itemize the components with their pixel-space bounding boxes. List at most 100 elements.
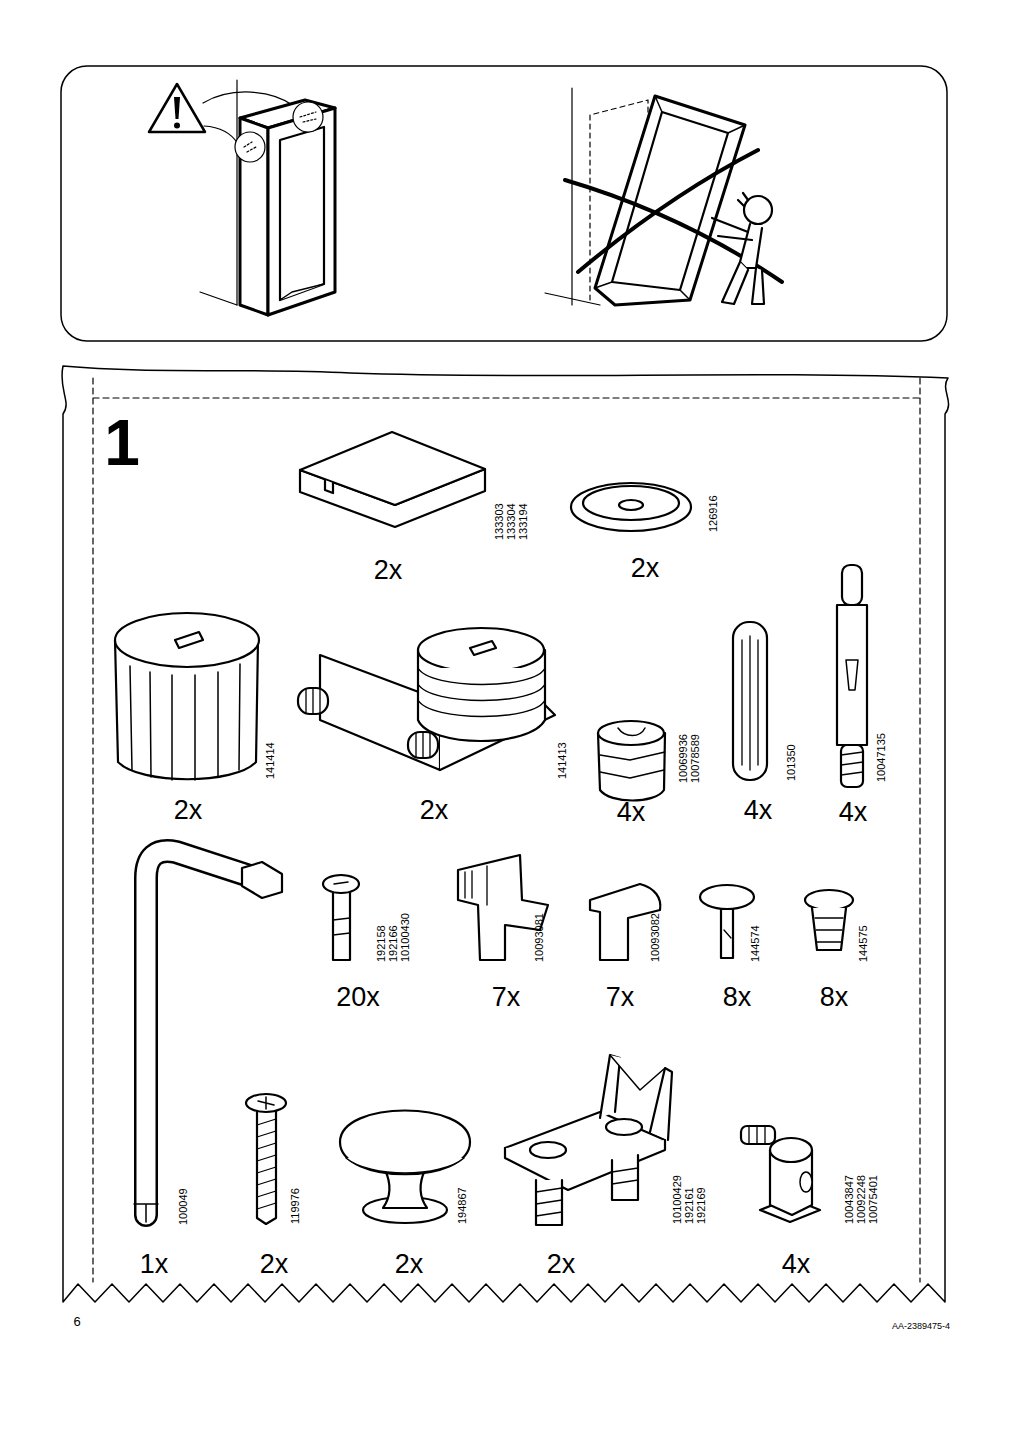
mushroom-pin: [700, 885, 754, 909]
cam-housing: [749, 1126, 765, 1144]
washer: [619, 500, 643, 510]
part-number: 141413: [556, 742, 568, 779]
quantity: 20x: [336, 984, 380, 1011]
warning-triangle: [174, 123, 180, 129]
allen-key: [134, 1204, 158, 1222]
washer: [571, 483, 691, 531]
quantity: 8x: [723, 984, 752, 1011]
wall: [236, 80, 237, 305]
wooden-dowel: [742, 636, 758, 770]
person-figure: [738, 193, 748, 206]
cam-housing: [770, 1138, 812, 1162]
warning-triangle: [149, 84, 205, 132]
illustration: [61, 66, 949, 1302]
warning-frame: [61, 66, 947, 341]
connector-bolt: [842, 565, 862, 605]
wall-bracket: [530, 1142, 566, 1158]
shelf-clip: [465, 866, 487, 905]
document-code: AA-2389475-4: [892, 1322, 950, 1331]
allen-key: [242, 862, 282, 898]
part-number: 10075401: [867, 1175, 879, 1224]
leveling-foot: [418, 628, 544, 672]
page-number: 6: [73, 1315, 80, 1328]
cabinet-against-wall: [280, 284, 324, 300]
quantity: 4x: [617, 799, 646, 826]
callout-arc: [204, 126, 238, 144]
parts-bag: [62, 366, 949, 1302]
quantity: 4x: [839, 799, 868, 826]
detail-circle: [293, 102, 323, 132]
part-number: 192161: [683, 1187, 695, 1224]
cam-lock: [618, 728, 645, 736]
cam-pin: [323, 875, 359, 893]
screw: [246, 1094, 286, 1112]
drawer-knob: [340, 1111, 470, 1224]
drawer-knob: [346, 1158, 464, 1173]
part-number: 192166: [387, 925, 399, 962]
warning-triangle: [149, 84, 205, 132]
part-number: 133304: [505, 503, 517, 540]
quantity: 7x: [606, 984, 635, 1011]
connector-bolt: [841, 745, 863, 787]
part-number: 126916: [707, 495, 719, 532]
part-number: 144574: [749, 925, 761, 962]
prohibited-cross: [578, 150, 758, 272]
quantity: 2x: [420, 797, 449, 824]
person-figure: [712, 193, 772, 304]
connector-bolt: [837, 565, 867, 787]
parts-bag: [93, 378, 920, 1282]
cam-pin: [333, 884, 350, 960]
screw: [258, 1097, 274, 1109]
wall: [571, 88, 572, 305]
part-number: 10093081: [533, 913, 545, 962]
leveling-foot: [306, 688, 320, 714]
adjuster-knob: [115, 613, 259, 667]
wall-bracket: [610, 1055, 665, 1090]
wall-bracket: [536, 1168, 638, 1216]
washer: [583, 486, 679, 520]
prohibited-cross: [565, 150, 782, 282]
quantity: 2x: [374, 557, 403, 584]
part-number: 192169: [695, 1187, 707, 1224]
wall-bracket: [536, 1155, 638, 1225]
allen-key: [146, 851, 262, 1215]
quantity: 2x: [631, 555, 660, 582]
detail-circle: [244, 142, 256, 152]
washer: [571, 483, 691, 531]
warning-triangle: [174, 97, 180, 119]
detail-circle: [235, 132, 265, 162]
part-number: 10043847: [843, 1175, 855, 1224]
part-number: 10100430: [399, 913, 411, 962]
quantity: 4x: [782, 1251, 811, 1278]
detail-circle: [235, 102, 323, 162]
callout-arc: [203, 92, 294, 106]
person-figure: [712, 218, 752, 240]
quantity: 2x: [174, 797, 203, 824]
cam-lock: [598, 721, 665, 801]
adjuster-knob: [130, 664, 240, 780]
adjuster-knob: [175, 632, 203, 648]
quantity: 8x: [820, 984, 849, 1011]
cover-cap: [300, 432, 485, 505]
quantity: 1x: [140, 1251, 169, 1278]
part-number: 141414: [264, 742, 276, 779]
quantity: 2x: [260, 1251, 289, 1278]
leveling-foot: [416, 732, 430, 758]
parts-bag: [62, 366, 949, 1302]
part-number: 10047135: [875, 733, 887, 782]
quantity: 2x: [395, 1251, 424, 1278]
connector-bolt: [846, 660, 858, 690]
expansion-plug: [815, 918, 843, 942]
expansion-plug: [812, 908, 846, 950]
wall-bracket: [505, 1055, 672, 1225]
quantity: 7x: [492, 984, 521, 1011]
quantity: 4x: [744, 797, 773, 824]
step-number: 1: [104, 411, 140, 475]
leveling-foot: [298, 628, 555, 770]
connector-bolt: [837, 605, 867, 745]
warning-frame: [61, 66, 947, 341]
part-number: 133194: [517, 503, 529, 540]
mushroom-pin: [724, 930, 731, 938]
cabinet-against-wall: [268, 108, 335, 315]
